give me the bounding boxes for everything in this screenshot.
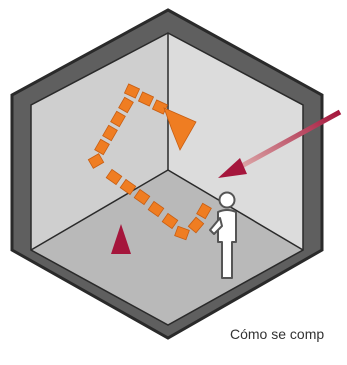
arrow-icon: [111, 224, 131, 362]
floor: [31, 170, 303, 325]
inner-edges: [30, 32, 304, 326]
person-icon: [209, 191, 237, 279]
brick-path: [87, 83, 212, 241]
arrow-icon: [218, 109, 342, 178]
caption-text: Cómo se comp: [230, 326, 325, 342]
